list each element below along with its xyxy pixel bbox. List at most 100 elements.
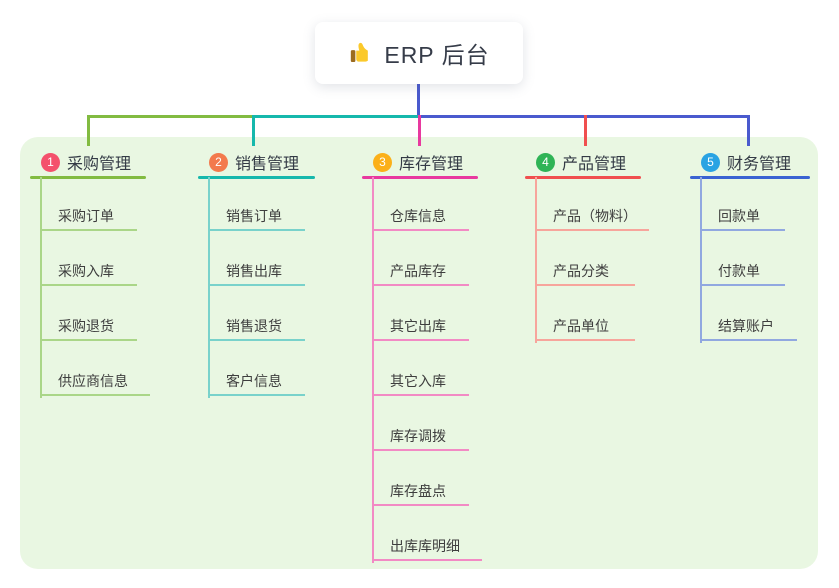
connector-drop-purchase <box>87 115 90 146</box>
child-label: 产品分类 <box>553 263 609 279</box>
child-label: 出库库明细 <box>390 538 460 554</box>
branch-spine <box>208 177 210 398</box>
child-label: 采购入库 <box>58 263 114 279</box>
branch-index-badge: 5 <box>701 152 720 172</box>
child-node[interactable]: 产品单位 <box>535 315 635 341</box>
branch-label: 采购管理 <box>67 156 132 173</box>
child-node[interactable]: 产品分类 <box>535 260 635 286</box>
mindmap-panel <box>20 137 818 569</box>
child-node[interactable]: 库存盘点 <box>372 480 469 506</box>
branch-index-badge: 2 <box>209 152 228 172</box>
child-node[interactable]: 销售出库 <box>208 260 305 286</box>
branch-index-badge: 4 <box>536 152 555 172</box>
child-underline <box>372 394 469 396</box>
child-underline <box>372 559 482 561</box>
child-underline <box>208 339 305 341</box>
branch-finance-header[interactable]: 5 财务管理 <box>690 150 810 174</box>
child-underline <box>40 284 137 286</box>
branch-underline <box>198 176 315 179</box>
child-label: 其它入库 <box>390 373 446 389</box>
branch-label: 销售管理 <box>235 156 300 173</box>
child-label: 采购退货 <box>58 318 114 334</box>
child-node[interactable]: 其它出库 <box>372 315 469 341</box>
branch-index-badge: 3 <box>373 152 392 172</box>
child-underline <box>535 229 649 231</box>
branch-underline <box>525 176 641 179</box>
branch-underline <box>362 176 478 179</box>
child-label: 库存调拨 <box>390 428 446 444</box>
child-label: 销售退货 <box>226 318 282 334</box>
branch-label: 财务管理 <box>727 156 792 173</box>
child-label: 供应商信息 <box>58 373 128 389</box>
child-label: 仓库信息 <box>390 208 446 224</box>
child-label: 库存盘点 <box>390 483 446 499</box>
branch-spine <box>372 177 374 563</box>
child-underline <box>372 339 469 341</box>
child-underline <box>535 284 635 286</box>
child-node[interactable]: 采购入库 <box>40 260 137 286</box>
child-node[interactable]: 销售退货 <box>208 315 305 341</box>
child-label: 付款单 <box>718 263 760 279</box>
child-node[interactable]: 付款单 <box>700 260 785 286</box>
connector-root-vertical <box>417 84 420 117</box>
branch-spine <box>535 177 537 343</box>
branch-underline <box>30 176 146 179</box>
child-underline <box>535 339 635 341</box>
branch-spine <box>700 177 702 343</box>
child-label: 其它出库 <box>390 318 446 334</box>
connector-drop-finance <box>747 115 750 146</box>
child-node[interactable]: 仓库信息 <box>372 205 469 231</box>
branch-purchase-header[interactable]: 1 采购管理 <box>30 150 146 174</box>
branch-underline <box>690 176 810 179</box>
thumbs-up-icon <box>348 40 374 66</box>
child-node[interactable]: 其它入库 <box>372 370 469 396</box>
branch-label: 产品管理 <box>562 156 627 173</box>
connector-horizontal-purchase <box>87 115 255 118</box>
child-label: 客户信息 <box>226 373 282 389</box>
child-node[interactable]: 销售订单 <box>208 205 305 231</box>
child-label: 采购订单 <box>58 208 114 224</box>
child-node[interactable]: 回款单 <box>700 205 785 231</box>
branch-inventory-header[interactable]: 3 库存管理 <box>362 150 478 174</box>
child-node[interactable]: 结算账户 <box>700 315 797 341</box>
child-underline <box>372 284 469 286</box>
child-label: 产品库存 <box>390 263 446 279</box>
child-label: 销售出库 <box>226 263 282 279</box>
child-underline <box>372 229 469 231</box>
child-underline <box>40 229 137 231</box>
branch-index-badge: 1 <box>41 152 60 172</box>
child-label: 产品单位 <box>553 318 609 334</box>
branch-product-header[interactable]: 4 产品管理 <box>525 150 641 174</box>
branch-sales-header[interactable]: 2 销售管理 <box>198 150 315 174</box>
connector-drop-sales <box>252 115 255 146</box>
child-node[interactable]: 库存调拨 <box>372 425 469 451</box>
child-label: 产品（物料） <box>553 208 637 224</box>
child-label: 回款单 <box>718 208 760 224</box>
child-underline <box>40 339 137 341</box>
branch-label: 库存管理 <box>399 156 464 173</box>
child-underline <box>700 229 785 231</box>
connector-drop-product <box>584 115 587 146</box>
root-node[interactable]: ERP 后台 <box>315 22 523 84</box>
child-label: 销售订单 <box>226 208 282 224</box>
child-node[interactable]: 产品（物料） <box>535 205 649 231</box>
child-node[interactable]: 采购订单 <box>40 205 137 231</box>
child-underline <box>40 394 150 396</box>
branch-spine <box>40 177 42 398</box>
child-underline <box>372 449 469 451</box>
child-underline <box>372 504 469 506</box>
child-node[interactable]: 出库库明细 <box>372 535 482 561</box>
child-underline <box>208 229 305 231</box>
child-node[interactable]: 供应商信息 <box>40 370 150 396</box>
child-underline <box>208 284 305 286</box>
connector-drop-inventory <box>418 115 421 146</box>
child-node[interactable]: 采购退货 <box>40 315 137 341</box>
child-label: 结算账户 <box>718 318 774 334</box>
child-node[interactable]: 客户信息 <box>208 370 305 396</box>
child-underline <box>700 339 797 341</box>
child-node[interactable]: 产品库存 <box>372 260 469 286</box>
child-underline <box>700 284 785 286</box>
child-underline <box>208 394 305 396</box>
root-label: ERP 后台 <box>384 42 490 68</box>
